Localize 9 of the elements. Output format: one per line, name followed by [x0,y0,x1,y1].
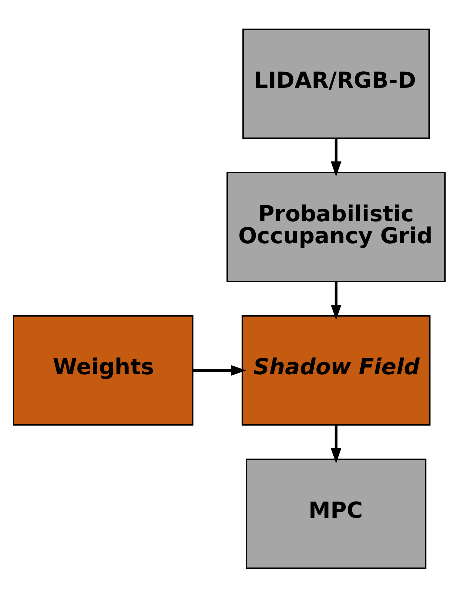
node-box: Weights [13,316,194,426]
arrow [331,425,342,464]
arrow [331,282,342,320]
arrow [193,365,246,376]
node-box: LIDAR/RGB-D [242,28,430,140]
node-box: Probabilistic Occupancy Grid [226,172,446,282]
node-box: Shadow Field [242,316,431,426]
arrow [331,138,342,177]
node-box: MPC [246,458,427,570]
